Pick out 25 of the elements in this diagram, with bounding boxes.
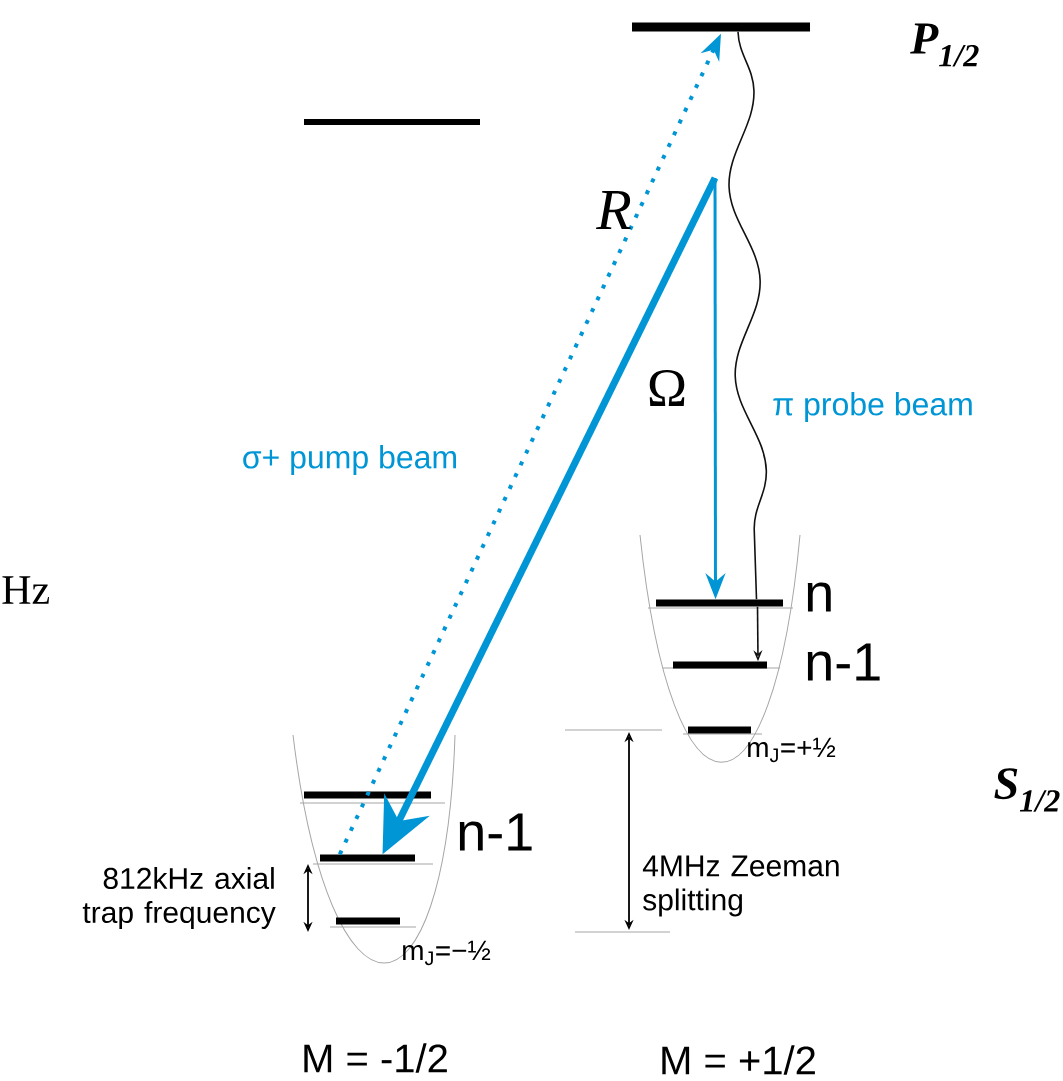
level-label: S$_{1/2}$ xyxy=(994,768,1060,812)
dimension-label: 812kHz axial trap frequency xyxy=(82,867,276,929)
state-label: m$_{J}$=−½ xyxy=(403,940,491,966)
energy-level-bar xyxy=(673,661,767,669)
rate-symbol: Ω xyxy=(649,370,685,406)
energy-level-bar xyxy=(320,854,415,862)
dimension-label: 4MHz Zeeman splitting xyxy=(642,855,839,917)
energy-level-bar xyxy=(656,599,783,607)
state-label: M = +1/2 xyxy=(662,1045,815,1075)
level-label: n xyxy=(807,582,831,612)
level-label: n-1 xyxy=(807,643,880,681)
edge-label: π probe beam xyxy=(770,390,976,424)
energy-level-bar xyxy=(632,22,810,32)
level-label: n-1 xyxy=(459,813,532,851)
energy-level-bar xyxy=(688,726,751,734)
wavy-line xyxy=(728,30,768,601)
state-label: m$_{J}$=+½ xyxy=(748,737,836,763)
edge-label: σ+ pump beam xyxy=(239,443,461,477)
energy-level-bar xyxy=(336,917,400,925)
rate-symbol: R xyxy=(596,191,631,229)
energy-level-bar xyxy=(304,791,431,799)
state-label: M = -1/2 xyxy=(304,1043,447,1073)
level-label: P$_{1/2}$ xyxy=(910,23,979,67)
text-fragment: Hz xyxy=(2,576,49,604)
energy-level-bar xyxy=(304,119,480,125)
